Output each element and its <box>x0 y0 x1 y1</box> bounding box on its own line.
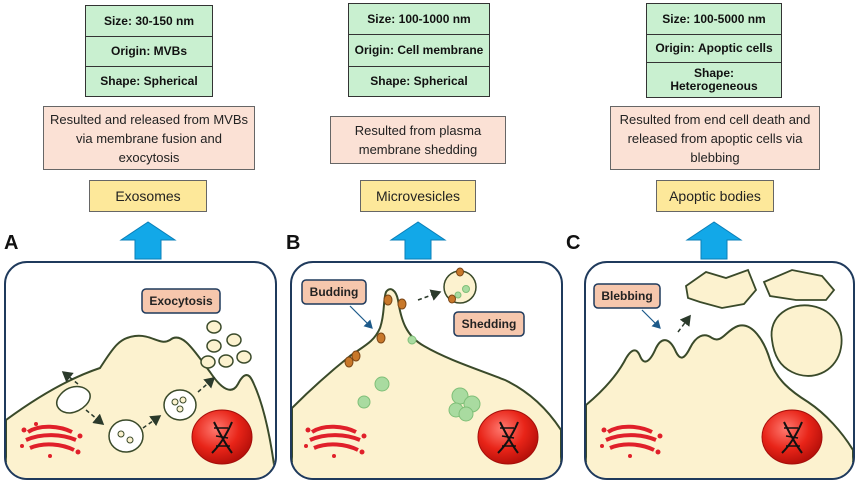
name-exosomes: Exosomes <box>89 180 207 212</box>
callout-blebbing <box>593 283 661 309</box>
property-size-b: Size: 100-1000 nm <box>349 4 489 35</box>
property-value: Spherical <box>413 74 468 88</box>
dna-icon <box>211 421 233 454</box>
property-value: 30-150 nm <box>135 13 195 28</box>
panel-b-illustration: Budding Shedding <box>290 261 563 480</box>
description-c: Resulted from end cell death and release… <box>610 106 820 170</box>
property-label: Size: <box>662 11 691 26</box>
property-size-c: Size: 100-5000 nm <box>647 4 781 35</box>
property-label: Origin: <box>655 41 695 55</box>
properties-table-b: Size: 100-1000 nm Origin: Cell membrane … <box>348 3 490 97</box>
panel-letter-c: C <box>566 232 581 254</box>
panel-letter-b: B <box>286 232 301 254</box>
red-blood-cell-icon <box>477 409 539 465</box>
property-value: 100-1000 nm <box>398 11 471 26</box>
callout-blebbing-label: Blebbing <box>601 289 652 303</box>
callout-exocytosis-label: Exocytosis <box>149 294 213 308</box>
panel-c-illustration: Blebbing <box>584 261 855 480</box>
golgi-icon <box>20 422 83 458</box>
golgi-icon <box>600 424 663 458</box>
property-origin-c: Origin: Apoptic cells <box>647 35 781 63</box>
property-value: Heterogeneous <box>670 79 758 93</box>
up-arrow-icon <box>685 221 743 260</box>
property-shape-a: Shape: Spherical <box>86 67 212 96</box>
property-value: Apoptic cells <box>697 41 773 55</box>
property-shape-c: Shape:Heterogeneous <box>647 63 781 97</box>
callout-exocytosis <box>141 288 221 314</box>
description-b: Resulted from plasma membrane shedding <box>330 116 506 164</box>
dna-icon <box>497 421 519 454</box>
name-apoptic-bodies: Apoptic bodies <box>656 180 774 212</box>
name-microvesicles: Microvesicles <box>360 180 476 212</box>
property-label: Shape: <box>100 74 141 88</box>
red-blood-cell-icon <box>761 409 823 465</box>
callout-shedding-label: Shedding <box>462 317 517 331</box>
property-label: Size: <box>103 13 132 28</box>
red-blood-cell-icon <box>191 409 253 465</box>
up-arrow-icon <box>119 221 177 260</box>
property-origin-b: Origin: Cell membrane <box>349 35 489 67</box>
property-value: Cell membrane <box>397 43 484 57</box>
properties-table-a: Size: 30-150 nm Origin: MVBs Shape: Sphe… <box>85 5 213 97</box>
property-size-a: Size: 30-150 nm <box>86 6 212 37</box>
callout-shedding <box>453 311 525 337</box>
property-shape-b: Shape: Spherical <box>349 67 489 96</box>
property-value: Spherical <box>143 74 198 88</box>
property-label: Origin: <box>354 43 394 57</box>
callout-budding-label: Budding <box>310 285 359 299</box>
property-label: Shape: <box>693 66 734 80</box>
panel-a-illustration: Exocytosis <box>4 261 277 480</box>
property-label: Origin: <box>110 44 151 58</box>
panel-letter-a: A <box>4 232 19 254</box>
property-origin-a: Origin: MVBs <box>86 37 212 67</box>
property-value: MVBs <box>153 44 187 58</box>
up-arrow-icon <box>389 221 447 260</box>
callout-budding <box>301 279 367 305</box>
golgi-icon <box>304 424 367 458</box>
property-label: Size: <box>367 11 396 26</box>
dna-icon <box>781 421 803 454</box>
property-label: Shape: <box>370 74 411 88</box>
property-value: 100-5000 nm <box>693 11 766 26</box>
description-a: Resulted and released from MVBs via memb… <box>43 106 255 170</box>
properties-table-c: Size: 100-5000 nm Origin: Apoptic cells … <box>646 3 782 98</box>
